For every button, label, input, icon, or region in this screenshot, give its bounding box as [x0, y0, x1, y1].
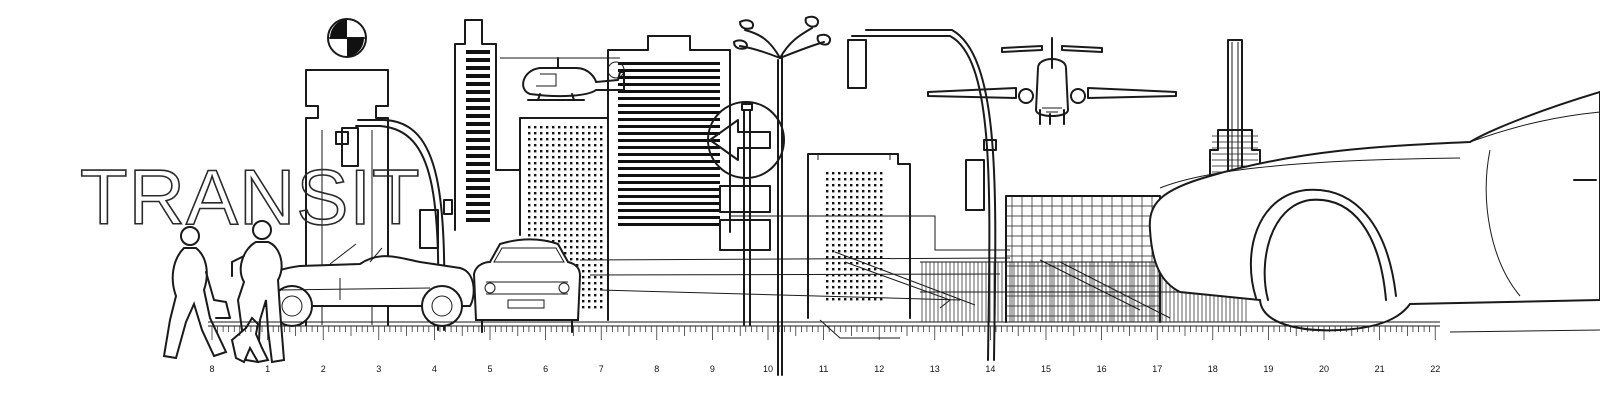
sedan-icon: [472, 238, 582, 333]
ruler-label: 20: [1319, 364, 1329, 374]
ruler-label: 2: [321, 364, 326, 374]
dog-icon: [230, 316, 270, 364]
ruler-label: 1: [265, 364, 270, 374]
ruler-label: 21: [1375, 364, 1385, 374]
ruler-label: 5: [487, 364, 492, 374]
roadster-icon: [260, 243, 475, 327]
traffic-light-icon: [847, 29, 997, 361]
ruler-label: 3: [376, 364, 381, 374]
striped-skyscraper: [454, 19, 521, 231]
title-text: TRANSIT: [80, 153, 421, 241]
ruler-label: 11: [819, 364, 828, 374]
ruler-label: 4: [432, 364, 437, 374]
airplane-icon: [927, 37, 1177, 125]
ruler-label: 9: [710, 364, 715, 374]
ruler-label: 12: [874, 364, 884, 374]
ruler-label: 8: [209, 364, 214, 374]
helicopter-icon: [500, 57, 625, 101]
ruler-label: 19: [1263, 364, 1273, 374]
ruler-label: 18: [1208, 364, 1218, 374]
ruler-label: 22: [1430, 364, 1440, 374]
ruler-label: 8: [654, 364, 659, 374]
ruler-label: 10: [763, 364, 773, 374]
dotted-pavilion: [807, 153, 911, 319]
ruler-label: 15: [1041, 364, 1051, 374]
left-arrow-sign-icon: [707, 101, 785, 326]
pedestrian-icon: [162, 226, 231, 360]
low-structures: [579, 215, 1011, 339]
ruler-label: 7: [599, 364, 604, 374]
ruler-label: 16: [1097, 364, 1107, 374]
sports-car-icon: [1148, 90, 1600, 333]
ruler-label: 6: [543, 364, 548, 374]
ruler-label: 13: [930, 364, 940, 374]
street-lamp-icon: [733, 15, 832, 376]
ruler-label: 17: [1152, 364, 1162, 374]
striped-tower: [607, 35, 731, 233]
circle-split-logo-icon: [327, 18, 367, 58]
grid-building: [1005, 195, 1161, 323]
ruler-label: 14: [985, 364, 995, 374]
